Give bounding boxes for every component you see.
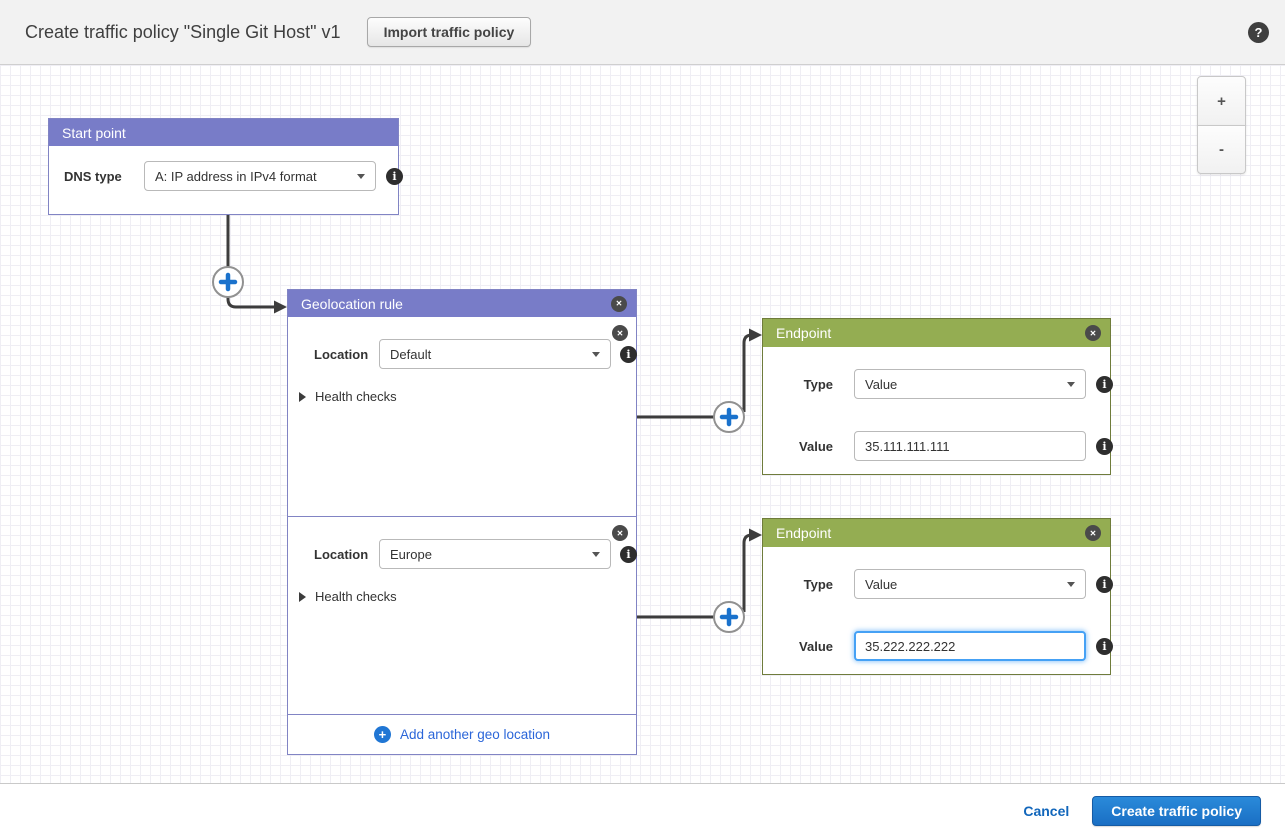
- policy-canvas: + - Start point DNS type A: IP address i…: [0, 65, 1285, 784]
- location-selected-value: Europe: [390, 546, 432, 562]
- close-icon[interactable]: ✕: [1085, 325, 1101, 341]
- location-row: Location Default i: [314, 339, 637, 369]
- chevron-down-icon: [1067, 381, 1075, 387]
- top-bar: Create traffic policy "Single Git Host" …: [0, 0, 1285, 65]
- info-icon[interactable]: i: [1096, 637, 1113, 655]
- zoom-out-button[interactable]: -: [1197, 125, 1246, 174]
- type-label: Type: [803, 576, 833, 592]
- connector-plus-button-start[interactable]: [212, 266, 244, 298]
- chevron-down-icon: [592, 551, 600, 557]
- endpoint-title: Endpoint: [776, 525, 832, 541]
- chevron-down-icon: [1067, 581, 1075, 587]
- health-checks-toggle[interactable]: Health checks: [299, 389, 397, 404]
- close-icon[interactable]: ✕: [1085, 525, 1101, 541]
- endpoint-box-1: Endpoint ✕ Type Value i Value i: [762, 318, 1113, 475]
- geo-location-section-2: ✕ Location Europe i Health checks: [288, 516, 637, 716]
- location-label: Location: [314, 546, 369, 562]
- help-icon[interactable]: ?: [1248, 21, 1269, 43]
- add-geo-location-label: Add another geo location: [399, 727, 551, 742]
- action-bar: Cancel Create traffic policy: [0, 784, 1285, 838]
- geolocation-rule-header: Geolocation rule ✕: [288, 290, 636, 317]
- value-row: Value i: [783, 631, 1113, 661]
- type-row: Type Value i: [783, 569, 1113, 599]
- start-point-title: Start point: [62, 124, 126, 141]
- chevron-down-icon: [357, 173, 365, 179]
- endpoint-header: Endpoint ✕: [763, 319, 1110, 347]
- connector-plus-button-endpoint-1[interactable]: [713, 401, 745, 433]
- close-icon[interactable]: ✕: [611, 295, 627, 312]
- plus-icon: [218, 272, 238, 292]
- add-geo-location-link[interactable]: + Add another geo location: [288, 714, 636, 754]
- connector-rule-to-endpoint-2: [637, 528, 762, 619]
- dns-type-row: DNS type A: IP address in IPv4 format i: [64, 161, 403, 191]
- type-row: Type Value i: [783, 369, 1113, 399]
- value-row: Value i: [783, 431, 1113, 461]
- start-point-header: Start point: [49, 119, 398, 146]
- zoom-in-button[interactable]: +: [1197, 76, 1246, 126]
- value-label: Value: [799, 638, 833, 654]
- location-select[interactable]: Default: [379, 339, 611, 369]
- geolocation-rule-box: Geolocation rule ✕ ✕ Location Default i …: [287, 289, 637, 755]
- plus-icon: [719, 607, 739, 627]
- info-icon[interactable]: i: [620, 545, 637, 563]
- endpoint-header: Endpoint ✕: [763, 519, 1110, 547]
- close-icon[interactable]: ✕: [612, 325, 628, 341]
- dns-type-label: DNS type: [64, 168, 122, 184]
- location-label: Location: [314, 346, 369, 362]
- connector-plus-button-endpoint-2[interactable]: [713, 601, 745, 633]
- info-icon[interactable]: i: [620, 345, 637, 363]
- location-selected-value: Default: [390, 346, 432, 362]
- endpoint-type-selected-value: Value: [865, 376, 898, 392]
- endpoint-type-select[interactable]: Value: [854, 369, 1086, 399]
- arrowhead-icon: [749, 528, 762, 542]
- endpoint-box-2: Endpoint ✕ Type Value i Value i: [762, 518, 1113, 675]
- geo-location-section-1: ✕ Location Default i Health checks: [288, 317, 637, 516]
- health-checks-label: Health checks: [315, 589, 397, 604]
- page-title: Create traffic policy "Single Git Host" …: [25, 21, 341, 42]
- arrowhead-icon: [749, 328, 762, 342]
- import-traffic-policy-button[interactable]: Import traffic policy: [366, 17, 532, 47]
- triangle-right-icon: [299, 591, 306, 602]
- info-icon[interactable]: i: [1096, 375, 1113, 393]
- endpoint-type-select[interactable]: Value: [854, 569, 1086, 599]
- start-point-box: Start point DNS type A: IP address in IP…: [48, 118, 403, 215]
- location-row: Location Europe i: [314, 539, 637, 569]
- dns-type-selected-value: A: IP address in IPv4 format: [155, 168, 317, 184]
- dns-type-select[interactable]: A: IP address in IPv4 format: [144, 161, 376, 191]
- value-label: Value: [799, 438, 833, 454]
- cancel-link[interactable]: Cancel: [1023, 803, 1070, 819]
- info-icon[interactable]: i: [1096, 575, 1113, 593]
- info-icon[interactable]: i: [386, 167, 403, 185]
- connector-rule-to-endpoint-1: [637, 328, 762, 419]
- zoom-control: + -: [1197, 76, 1246, 174]
- endpoint-title: Endpoint: [776, 325, 832, 341]
- arrowhead-icon: [274, 300, 287, 314]
- endpoint-value-input[interactable]: [854, 431, 1086, 461]
- info-icon[interactable]: i: [1096, 437, 1113, 455]
- geolocation-rule-title: Geolocation rule: [301, 295, 403, 312]
- health-checks-label: Health checks: [315, 389, 397, 404]
- triangle-right-icon: [299, 391, 306, 402]
- health-checks-toggle[interactable]: Health checks: [299, 589, 397, 604]
- plus-icon: [719, 407, 739, 427]
- plus-icon: +: [373, 726, 391, 743]
- create-traffic-policy-button[interactable]: Create traffic policy: [1092, 796, 1261, 826]
- close-icon[interactable]: ✕: [612, 525, 628, 541]
- type-label: Type: [803, 376, 833, 392]
- endpoint-type-selected-value: Value: [865, 576, 898, 592]
- location-select[interactable]: Europe: [379, 539, 611, 569]
- chevron-down-icon: [592, 351, 600, 357]
- connector-start-to-rule: [226, 215, 287, 314]
- endpoint-value-input[interactable]: [854, 631, 1086, 661]
